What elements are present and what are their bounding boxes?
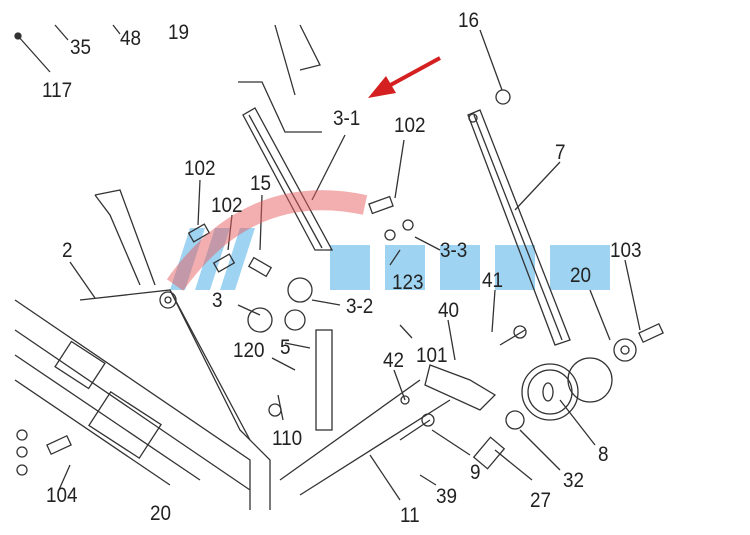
part-label: 39 bbox=[436, 485, 458, 508]
watermark-logo bbox=[170, 228, 610, 290]
part-label: 20 bbox=[150, 502, 172, 525]
part-label: 19 bbox=[168, 21, 190, 44]
part-label: 3-1 bbox=[333, 107, 361, 130]
part-label: 9 bbox=[470, 461, 481, 484]
part-label: 8 bbox=[598, 443, 609, 466]
part-label: 102 bbox=[211, 194, 243, 217]
part-label: 41 bbox=[482, 269, 504, 292]
part-label: 102 bbox=[184, 157, 216, 180]
part-label: 16 bbox=[458, 9, 480, 32]
part-label: 101 bbox=[416, 344, 448, 367]
leader-lines bbox=[14, 24, 641, 501]
part-label: 7 bbox=[555, 141, 566, 164]
watermark-arc bbox=[166, 190, 368, 291]
part-label: 35 bbox=[70, 36, 92, 59]
part-label: 27 bbox=[530, 489, 552, 512]
part-label: 15 bbox=[250, 172, 272, 195]
part-label: 117 bbox=[42, 79, 73, 102]
highlight-arrow bbox=[368, 56, 441, 98]
part-label: 104 bbox=[46, 484, 78, 507]
part-label: 11 bbox=[400, 504, 420, 527]
part-label: 20 bbox=[570, 264, 592, 287]
part-label: 32 bbox=[563, 469, 585, 492]
part-label: 3 bbox=[212, 289, 223, 312]
frame-plates bbox=[14, 189, 451, 510]
parts bbox=[16, 89, 664, 476]
part-label: 5 bbox=[280, 336, 291, 359]
part-label: 40 bbox=[438, 299, 460, 322]
part-label: 103 bbox=[610, 239, 642, 262]
part-label: 3-3 bbox=[440, 239, 468, 262]
part-label: 2 bbox=[62, 239, 73, 262]
part-label: 110 bbox=[272, 427, 303, 450]
part-label: 102 bbox=[394, 114, 426, 137]
part-label: 48 bbox=[120, 27, 142, 50]
part-label: 3-2 bbox=[346, 295, 374, 318]
link-arm-7 bbox=[467, 109, 571, 346]
part-label: 123 bbox=[392, 271, 424, 294]
part-label: 120 bbox=[233, 339, 265, 362]
part-label: 42 bbox=[383, 349, 405, 372]
